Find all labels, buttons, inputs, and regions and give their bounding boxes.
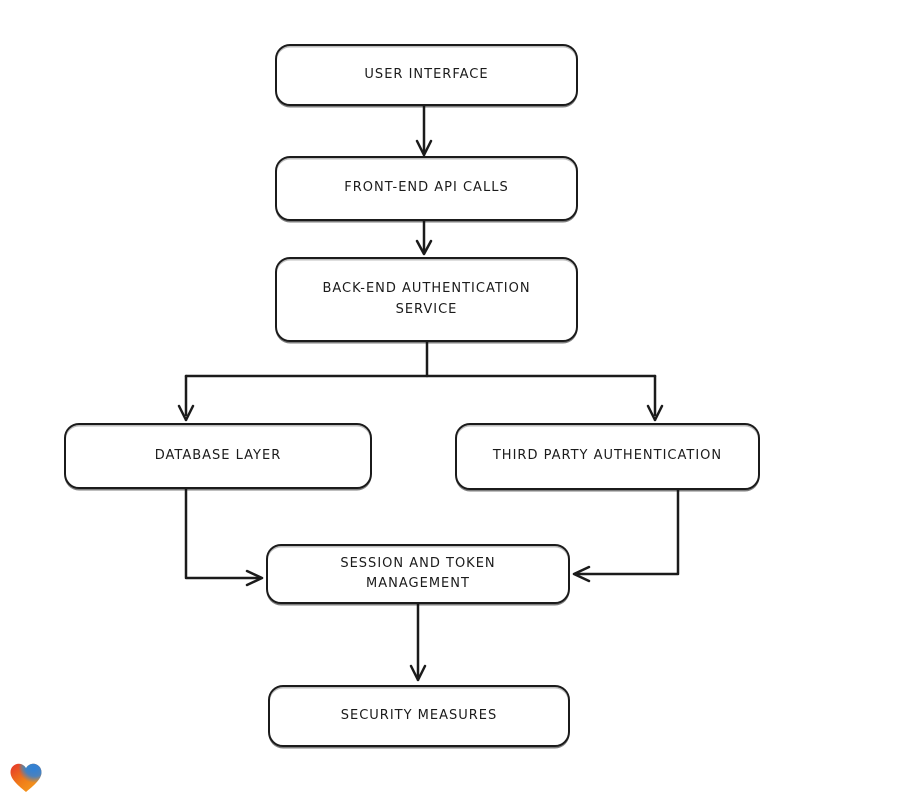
node-session-and-token-management[interactable]: SESSION AND TOKEN MANAGEMENT xyxy=(266,544,570,604)
node-label: FRONT-END API CALLS xyxy=(344,180,509,196)
node-label: SESSION AND TOKEN MANAGEMENT xyxy=(340,555,496,591)
node-user-interface[interactable]: USER INTERFACE xyxy=(275,44,578,106)
edge-frontend-to-backend[interactable] xyxy=(415,219,433,256)
node-security-measures[interactable]: SECURITY MEASURES xyxy=(268,685,570,747)
node-label: USER INTERFACE xyxy=(364,66,489,82)
node-label: BACK-END AUTHENTICATION SERVICE xyxy=(322,281,531,317)
node-label: SECURITY MEASURES xyxy=(340,707,498,723)
edge-backend-branch[interactable] xyxy=(177,340,664,422)
node-database-layer[interactable]: DATABASE LAYER xyxy=(64,423,372,489)
node-label: THIRD PARTY AUTHENTICATION xyxy=(492,448,723,464)
edge-session-to-security[interactable] xyxy=(409,602,427,682)
edge-thirdparty-to-session[interactable] xyxy=(572,488,680,583)
lovable-heart-icon[interactable] xyxy=(9,762,43,794)
node-back-end-authentication-service[interactable]: BACK-END AUTHENTICATION SERVICE xyxy=(275,257,578,342)
edge-user-to-frontend[interactable] xyxy=(415,104,433,157)
node-third-party-authentication[interactable]: THIRD PARTY AUTHENTICATION xyxy=(455,423,760,490)
edge-database-to-session[interactable] xyxy=(184,487,264,587)
node-label: DATABASE LAYER xyxy=(154,447,282,463)
node-front-end-api-calls[interactable]: FRONT-END API CALLS xyxy=(275,156,578,221)
